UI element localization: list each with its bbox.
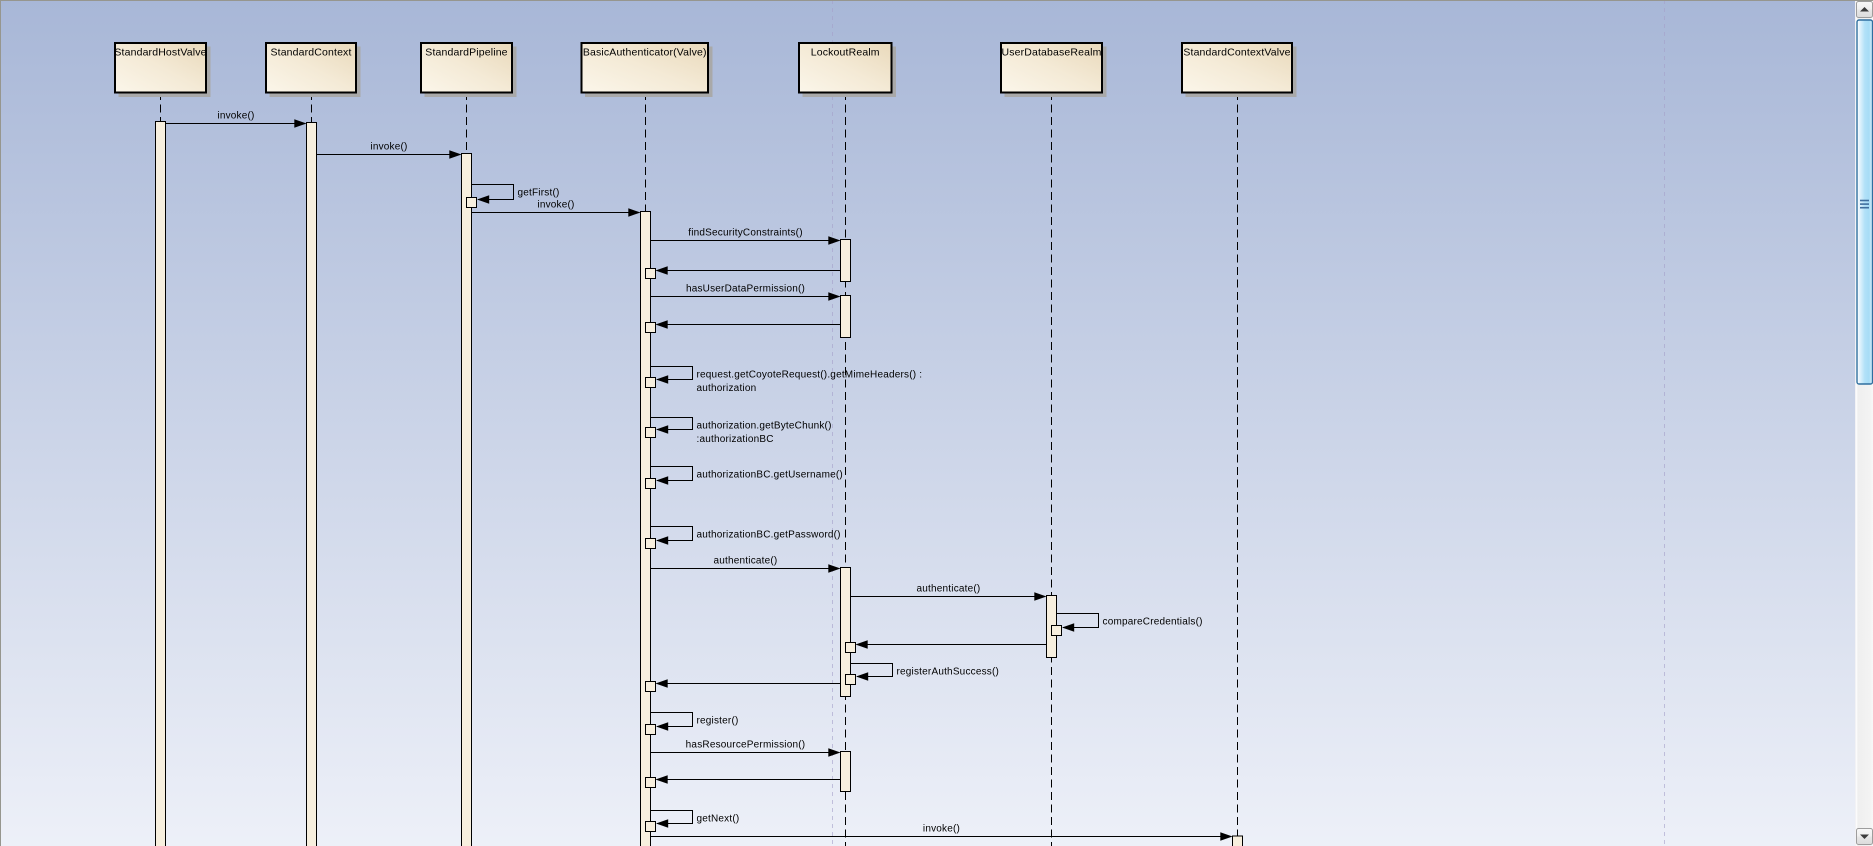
svg-text:StandardContext: StandardContext [270, 47, 351, 59]
svg-text:StandardPipeline: StandardPipeline [425, 47, 507, 59]
svg-text::authorizationBC: :authorizationBC [697, 434, 774, 445]
svg-text:invoke(): invoke() [537, 200, 574, 211]
svg-text:invoke(): invoke() [370, 142, 407, 153]
svg-text:hasResourcePermission(): hasResourcePermission() [686, 740, 806, 751]
svg-text:registerAuthSuccess(): registerAuthSuccess() [897, 667, 1000, 678]
svg-text:invoke(): invoke() [923, 824, 960, 835]
svg-text:BasicAuthenticator(Valve): BasicAuthenticator(Valve) [583, 47, 707, 59]
svg-text:StandardHostValve: StandardHostValve [114, 47, 206, 59]
svg-text:authenticate(): authenticate() [917, 584, 981, 595]
svg-text:authorizationBC.getPassword(): authorizationBC.getPassword() [697, 530, 841, 541]
svg-text:authorizationBC.getUsername(): authorizationBC.getUsername() [697, 470, 843, 481]
svg-text:register(): register() [697, 716, 739, 727]
svg-text:findSecurityConstraints(): findSecurityConstraints() [688, 228, 802, 239]
svg-text:StandardContextValve: StandardContextValve [1183, 47, 1290, 59]
svg-text:authorization.getByteChunk(): authorization.getByteChunk() [697, 421, 832, 432]
svg-text:invoke(): invoke() [217, 111, 254, 122]
svg-text:getFirst(): getFirst() [518, 188, 560, 199]
svg-text:getNext(): getNext() [697, 814, 740, 825]
svg-text:hasUserDataPermission(): hasUserDataPermission() [686, 284, 805, 295]
svg-text:authenticate(): authenticate() [714, 556, 778, 567]
svg-text:compareCredentials(): compareCredentials() [1103, 617, 1203, 628]
svg-text:request.getCoyoteRequest().get: request.getCoyoteRequest().getMimeHeader… [697, 370, 923, 381]
svg-text:authorization: authorization [697, 383, 757, 394]
svg-text:UserDatabaseRealm: UserDatabaseRealm [1001, 47, 1101, 59]
svg-text:LockoutRealm: LockoutRealm [811, 47, 880, 59]
